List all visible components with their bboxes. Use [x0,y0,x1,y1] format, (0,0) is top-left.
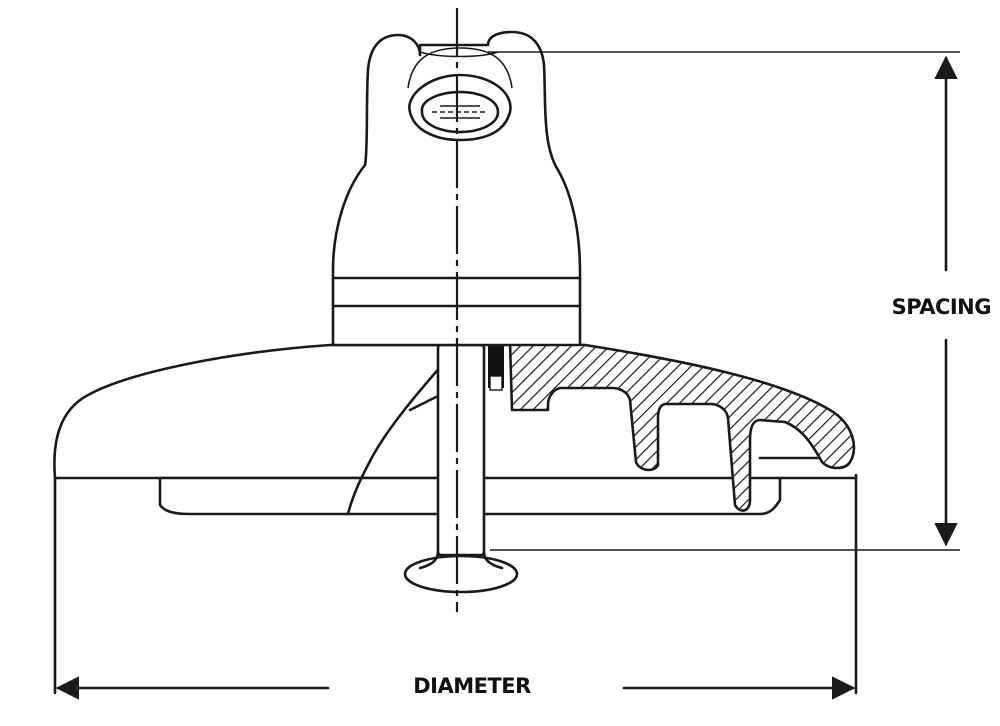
spacing-label: SPACING [892,295,991,319]
diameter-label: DIAMETER [413,674,531,698]
cap [331,30,582,347]
spacing-dimension [488,51,960,551]
pin-rod [403,343,519,594]
porcelain-section [488,340,856,512]
porcelain-shed [53,343,858,516]
diameter-extension-lines [53,473,858,695]
